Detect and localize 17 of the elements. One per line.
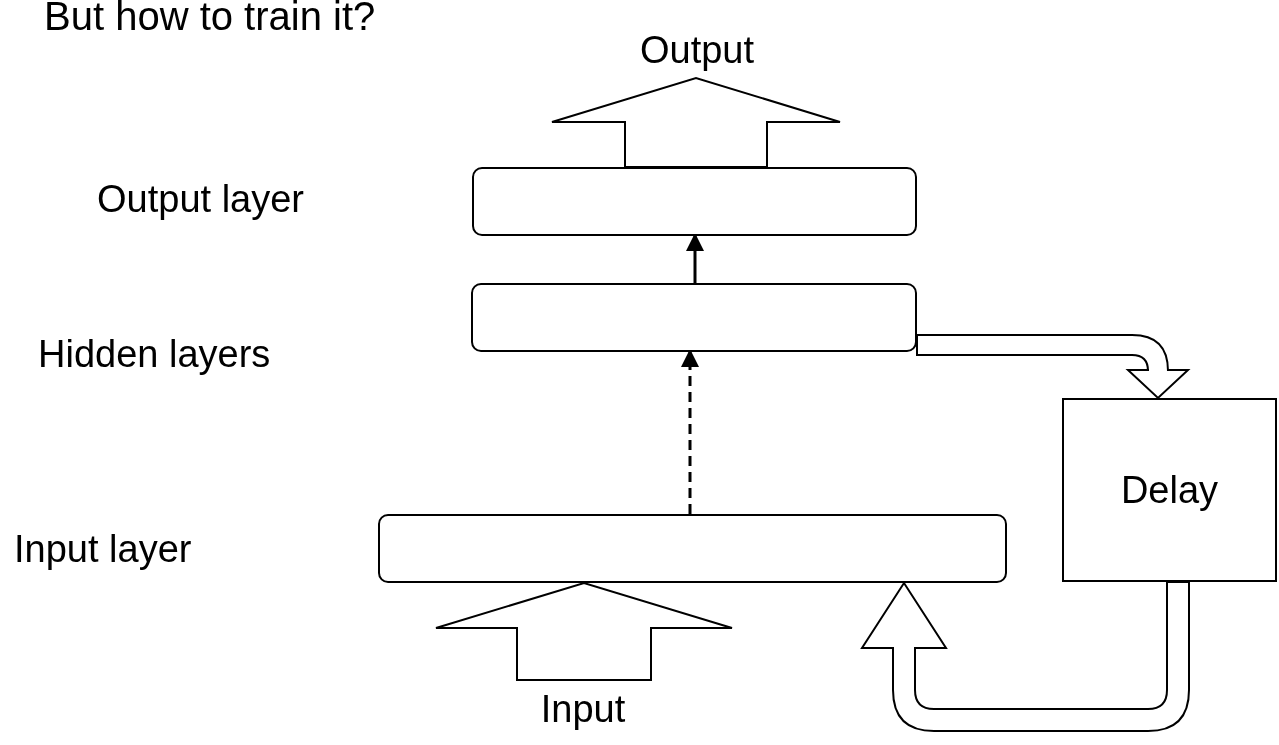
arrow [686, 233, 704, 283]
layer-label: Hidden layers [38, 333, 271, 376]
layer-box [471, 283, 917, 352]
block-arrow [916, 334, 1189, 399]
slide-title: But how to train it? [44, 0, 376, 39]
flow-label: Output [639, 28, 755, 72]
box-label: Delay [1120, 468, 1219, 512]
layer-box [472, 167, 917, 236]
block-arrow [861, 581, 1190, 732]
block-arrow [551, 76, 841, 168]
flow-label: Input [540, 687, 626, 731]
layer-box [378, 514, 1007, 583]
layer-label: Input layer [14, 528, 192, 571]
arrow [681, 349, 699, 514]
block-arrow [435, 581, 733, 681]
layer-label: Output layer [97, 178, 304, 221]
process-box [1062, 398, 1277, 582]
